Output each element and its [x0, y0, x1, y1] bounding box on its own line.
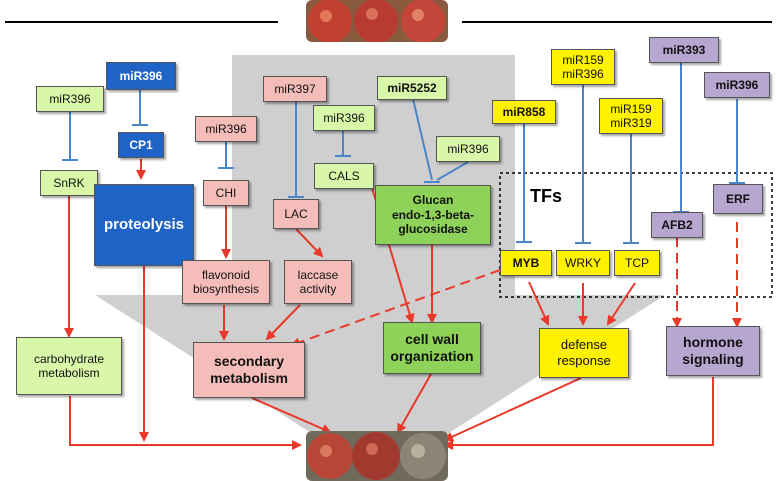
activate-edge	[606, 282, 636, 326]
tfs-label: TFs	[530, 186, 563, 206]
node-mir396-cp1[interactable]: miR396	[106, 62, 176, 90]
node-lac[interactable]: LAC	[273, 199, 319, 229]
node-mir393[interactable]: miR393	[649, 37, 719, 63]
activate-edge	[397, 373, 432, 434]
inhibit-edge	[729, 99, 745, 184]
inhibit-edge	[132, 90, 148, 126]
inhibit-edge	[335, 131, 351, 157]
node-myb[interactable]: MYB	[500, 250, 552, 276]
node-chi[interactable]: CHI	[203, 180, 249, 206]
node-flavonoid-biosynthesis[interactable]: flavonoid biosynthesis	[182, 260, 270, 304]
node-cp1[interactable]: CP1	[118, 132, 164, 158]
activate-edge	[443, 377, 714, 450]
node-carbohydrate-metabolism[interactable]: carbohydrate metabolism	[16, 337, 122, 395]
node-mir858[interactable]: miR858	[492, 100, 556, 124]
fruit-photo-top	[306, 0, 448, 42]
activate-edge	[443, 377, 582, 442]
node-mir397[interactable]: miR397	[263, 76, 327, 102]
fruit-image-bottom	[307, 432, 446, 480]
activate-edge	[251, 397, 332, 434]
activate-edge	[295, 228, 324, 258]
activate-edge-dashed	[290, 269, 501, 347]
inhibit-edge	[575, 84, 591, 244]
inhibit-edge	[62, 112, 78, 161]
node-erf[interactable]: ERF	[713, 184, 763, 214]
fruit-image-top	[308, 0, 445, 42]
node-cell-wall-organization[interactable]: cell wall organization	[383, 322, 481, 374]
inhibit-edge	[436, 161, 469, 181]
node-secondary-metabolism[interactable]: secondary metabolism	[193, 342, 305, 398]
node-snrk[interactable]: SnRK	[40, 170, 98, 196]
inhibit-edge	[412, 98, 440, 183]
node-mir396-glucan[interactable]: miR396	[436, 136, 500, 162]
node-cals[interactable]: CALS	[314, 163, 374, 189]
activate-edge	[265, 304, 301, 341]
node-defense-response[interactable]: defense response	[539, 328, 629, 378]
node-hormone-signaling[interactable]: hormone signaling	[666, 326, 760, 376]
node-mir5252[interactable]: miR5252	[377, 76, 447, 100]
node-mir396-cals[interactable]: miR396	[313, 105, 375, 131]
inhibit-edge	[623, 133, 639, 244]
node-glucan-glucosidase[interactable]: Glucan endo-1,3-beta- glucosidase	[375, 185, 491, 245]
node-wrky[interactable]: WRKY	[556, 250, 610, 276]
node-mir396-chi[interactable]: miR396	[195, 116, 257, 142]
node-afb2[interactable]: AFB2	[651, 212, 703, 238]
node-mir396-erf[interactable]: miR396	[704, 72, 770, 98]
node-mir159-mir396[interactable]: miR159 miR396	[551, 49, 615, 85]
fruit-photo-bottom	[306, 431, 448, 481]
inhibit-edge	[516, 123, 532, 243]
activate-edge	[69, 396, 302, 450]
inhibit-edge	[288, 102, 304, 198]
node-mir159-mir319[interactable]: miR159 miR319	[599, 98, 663, 134]
node-mir396-snrk[interactable]: miR396	[36, 86, 104, 112]
node-proteolysis[interactable]: proteolysis	[94, 184, 194, 266]
node-laccase-activity[interactable]: laccase activity	[284, 260, 352, 304]
activate-edge	[528, 281, 550, 326]
node-tcp[interactable]: TCP	[614, 250, 660, 276]
inhibit-edge	[673, 62, 689, 213]
inhibit-edge	[218, 142, 234, 169]
